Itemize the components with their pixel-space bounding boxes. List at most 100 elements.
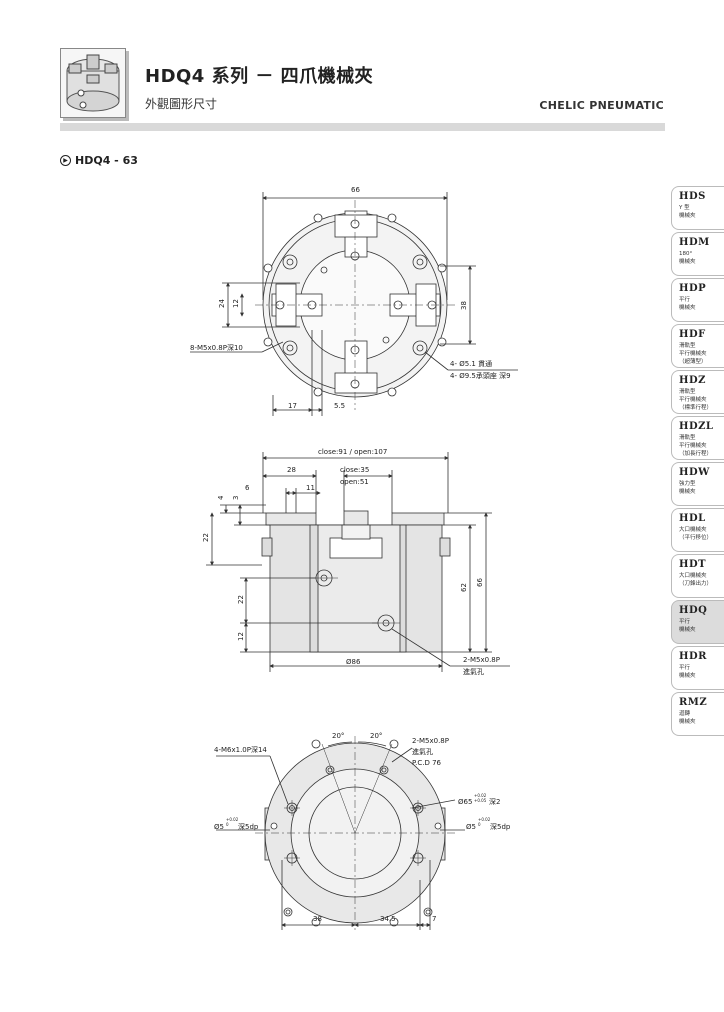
tab-description-line: （超薄型） [679,359,707,365]
note-m6: 4-M6x1.0P深14 [214,745,267,754]
dim-28: 28 [287,466,296,474]
header-divider-bar [60,123,665,131]
tab-description-line: （平行移位） [679,535,713,541]
tab-description-line: （標準行程） [679,405,713,411]
tab-description-line: （加長行程） [679,451,713,457]
tab-description-line: （刀鋒出力） [679,581,713,587]
angle-left: 20° [332,732,344,740]
model-heading: ▶ HDQ4 - 63 [60,154,138,167]
dim-stroke: close:91 / open:107 [318,448,387,456]
tab-hdzl[interactable]: HDZL 滑軌型平行機械夾 （加長行程） [671,416,724,460]
tab-hdz[interactable]: HDZ 滑軌型平行機械夾 （標準行程） [671,370,724,414]
tab-description-line: 滑軌型 [679,389,696,395]
dim-66-top: 66 [351,186,360,194]
tab-code: RMZ [679,697,708,708]
dim-62: 62 [460,583,468,592]
tab-description-line: 機械夾 [679,259,696,265]
tab-code: HDZ [679,375,706,386]
tab-description-line: 強力型 [679,481,696,487]
dim-38: 38 [460,301,468,310]
note-port-side-2: 進氣孔 [463,667,484,676]
tab-hdr[interactable]: HDR 平行機械夾 [671,646,724,690]
dim-11: 11 [306,484,315,492]
dim-65-tol-dn: +0.05 [474,798,487,803]
note-tapped-holes: 8-M5x0.8P深10 [190,343,243,352]
tab-description: 強力型機械夾 [679,480,724,496]
dim-7: 7 [432,915,436,923]
tab-description-line: 平行機械夾 [679,351,707,357]
page-title: HDQ4 系列 － 四爪機械夾 [145,66,374,87]
tab-description-line: 大口機械夾 [679,573,707,579]
dim-close35: close:35 [340,466,369,474]
tab-hdt[interactable]: HDT 大口機械夾 （刀鋒出力） [671,554,724,598]
tab-hdw[interactable]: HDW 強力型機械夾 [671,462,724,506]
tab-description-line: 平行 [679,665,691,671]
dim-38-bottom: 38 [313,915,322,923]
dim-12: 12 [232,299,240,308]
tab-description-line: 平行 [679,619,691,625]
tab-description-line: 180° [679,251,693,257]
tab-description-line: 平行機械夾 [679,397,707,403]
dim-12-side: 12 [237,632,245,641]
dim-22-side-a: 22 [202,533,210,542]
note-through-holes: 4- Ø5.1 貫通 [450,359,492,368]
tab-code: HDF [679,329,706,340]
tab-description: 平行機械夾 [679,664,724,680]
note-counterbore: 4- Ø9.5承頭座 深9 [450,371,511,380]
dim-34-5: 34.5 [380,915,396,923]
side-view [206,452,510,672]
tab-hdp[interactable]: HDP 平行機械夾 [671,278,724,322]
note-port-side: 2-M5x0.8P [463,656,500,664]
tab-code: HDQ [679,605,708,616]
dim-3: 3 [232,496,240,500]
dim-65-depth: 深2 [489,797,500,806]
tab-description: 大口機械夾 （刀鋒出力） [679,572,724,588]
tab-description-line: 機械夾 [679,673,696,679]
tab-code: HDT [679,559,707,570]
tab-rmz[interactable]: RMZ 迴轉機械夾 [671,692,724,736]
tab-description-line: 滑軌型 [679,435,696,441]
dim-17: 17 [288,402,297,410]
page-subtitle: 外觀圖形尺寸 [145,97,218,111]
dim-5-right-depth: 深5dp [490,822,511,831]
tab-description-line: 迴轉 [679,711,691,717]
dim-66-side: 66 [476,578,484,587]
tab-description: 平行機械夾 [679,296,724,312]
tab-description: Y 型機械夾 [679,204,724,220]
tab-description-line: 平行 [679,297,691,303]
tab-hdl[interactable]: HDL 大口機械夾（平行移位） [671,508,724,552]
tab-code: HDS [679,191,706,202]
tab-code: HDL [679,513,706,524]
tab-hdm[interactable]: HDM 180° 機械夾 [671,232,724,276]
tab-description: 滑軌型平行機械夾 （加長行程） [679,434,724,458]
tol-left-dn: 0 [226,822,229,827]
dim-6: 6 [245,484,250,492]
tab-description: 滑軌型平行機械夾（超薄型） [679,342,724,366]
tab-description: 迴轉機械夾 [679,710,724,726]
tol-left-up: +0.02 [226,817,239,822]
note-bottom-port-2: 進氣孔 [412,747,433,756]
tab-code: HDW [679,467,710,478]
tab-code: HDR [679,651,707,662]
tab-code: HDM [679,237,710,248]
dim-5-left: Ø5 [214,823,224,831]
model-label: HDQ4 - 63 [75,154,138,167]
dim-5-right: Ø5 [466,823,476,831]
tab-description: 大口機械夾（平行移位） [679,526,724,542]
tab-hds[interactable]: HDS Y 型機械夾 [671,186,724,230]
tab-description-line: 平行機械夾 [679,443,707,449]
gripper-product-image [66,54,120,112]
tab-code: HDZL [679,421,714,432]
product-thumbnail [60,48,126,118]
note-pcd: P.C.D 76 [412,759,442,767]
brand-name: CHELIC PNEUMATIC [539,99,664,112]
dim-65: Ø65 [458,798,472,806]
tab-code: HDP [679,283,707,294]
tab-description-line: 機械夾 [679,719,696,725]
dim-open51: open:51 [340,478,369,486]
tol-right-dn: 0 [478,822,481,827]
dim-5-left-depth: 深5dp [238,822,259,831]
